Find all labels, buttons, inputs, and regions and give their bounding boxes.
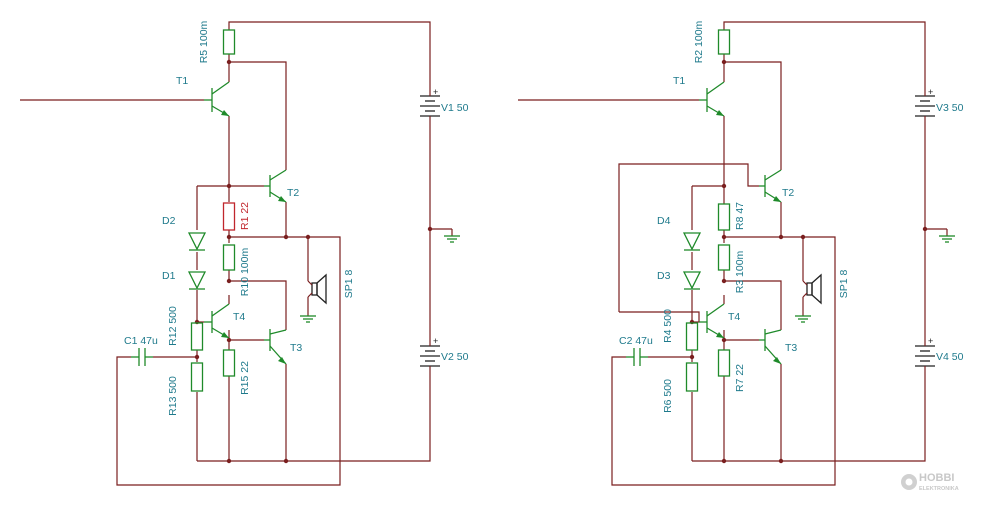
right-r8-label: R8 47	[734, 202, 746, 230]
left-t4-transistor	[204, 303, 230, 339]
right-r6-label: R6 500	[662, 379, 674, 413]
right-circuit: T1 T2 T4 T3 D4 D3 C2 47u V3 50 V4 50 + +…	[518, 20, 964, 486]
left-t2-label: T2	[287, 187, 299, 199]
right-t3-label: T3	[785, 342, 797, 354]
logo-sub-text: ELEKTRONIKA	[919, 486, 959, 492]
left-r10-resistor	[222, 244, 236, 271]
right-v4-label: V4 50	[936, 351, 964, 363]
left-d2-label: D2	[162, 215, 176, 227]
left-v1-battery	[420, 90, 440, 122]
left-r15-label: R15 22	[239, 361, 251, 395]
right-speaker-ground-symbol	[795, 315, 811, 323]
right-d4-label: D4	[657, 215, 671, 227]
right-r2-resistor	[717, 29, 731, 55]
left-v2-battery	[420, 340, 440, 372]
right-t2-label: T2	[782, 187, 794, 199]
left-r13-resistor	[190, 362, 204, 392]
right-v3-label: V3 50	[936, 102, 964, 114]
left-r15-resistor	[222, 349, 236, 377]
left-r10-label: R10 100m	[239, 248, 251, 297]
right-r8-resistor	[717, 203, 731, 231]
right-v3-plus: +	[928, 87, 933, 97]
logo-brand-text: HOBBI	[919, 472, 954, 484]
left-t4-label: T4	[233, 311, 245, 323]
right-wires	[518, 21, 948, 486]
right-v4-battery	[915, 340, 935, 372]
left-r5-label: R5 100m	[198, 20, 210, 63]
left-r13-label: R13 500	[167, 376, 179, 416]
left-v2-label: V2 50	[441, 351, 469, 363]
left-v1-label: V1 50	[441, 102, 469, 114]
right-c2-capacitor	[626, 348, 648, 366]
left-t1-label: T1	[176, 75, 188, 87]
left-speaker	[307, 273, 327, 305]
right-r2-label: R2 100m	[693, 20, 705, 63]
right-speaker	[802, 273, 822, 305]
right-d4-diode	[682, 232, 702, 251]
right-r3-label: R3 100m	[734, 250, 746, 293]
left-d2-diode	[187, 232, 207, 251]
right-c2-label: C2 47u	[619, 335, 653, 347]
right-d3-label: D3	[657, 270, 671, 282]
right-r7-resistor	[717, 349, 731, 377]
right-r4-resistor	[685, 322, 699, 351]
left-c1-capacitor	[131, 348, 153, 366]
left-r5-resistor	[222, 29, 236, 55]
right-r7-label: R7 22	[734, 364, 746, 392]
right-v4-plus: +	[928, 336, 933, 346]
left-c1-label: C1 47u	[124, 335, 158, 347]
right-t2-transistor	[759, 169, 782, 203]
left-v1-plus: +	[433, 87, 438, 97]
left-t3-label: T3	[290, 342, 302, 354]
left-r1-label: R1 22	[239, 202, 251, 230]
left-r12-label: R12 500	[167, 306, 179, 346]
right-ground-symbol	[939, 235, 955, 243]
right-t1-transistor	[699, 81, 725, 117]
left-r12-resistor	[190, 322, 204, 351]
right-t1-label: T1	[673, 75, 685, 87]
left-d1-label: D1	[162, 270, 176, 282]
hobbi-elektronika-logo: HOBBI ELEKTRONIKA	[901, 472, 959, 492]
left-ground-symbol	[444, 235, 460, 243]
right-t4-transistor	[699, 303, 725, 339]
left-d1-diode	[187, 271, 207, 290]
right-r4-label: R4 500	[662, 309, 674, 343]
right-r6-resistor	[685, 362, 699, 392]
right-t3-transistor	[759, 329, 782, 365]
left-v2-plus: +	[433, 336, 438, 346]
left-t3-transistor	[264, 329, 287, 365]
right-d3-diode	[682, 271, 702, 290]
right-t4-label: T4	[728, 311, 740, 323]
left-sp1-label: SP1 8	[343, 270, 355, 299]
left-junctions	[194, 59, 433, 464]
left-speaker-ground-symbol	[300, 315, 316, 323]
left-t2-transistor	[264, 169, 287, 203]
right-sp1-label: SP1 8	[838, 270, 850, 299]
right-v3-battery	[915, 90, 935, 122]
left-wires	[20, 21, 453, 486]
right-r3-resistor	[717, 244, 731, 271]
left-t1-transistor	[204, 81, 230, 117]
left-circuit: T1 T2 T4 T3 D2 D1 C1 47u V1 50 V2 50 + +…	[20, 20, 469, 486]
left-r1-resistor	[222, 202, 236, 231]
right-junctions	[689, 59, 928, 464]
